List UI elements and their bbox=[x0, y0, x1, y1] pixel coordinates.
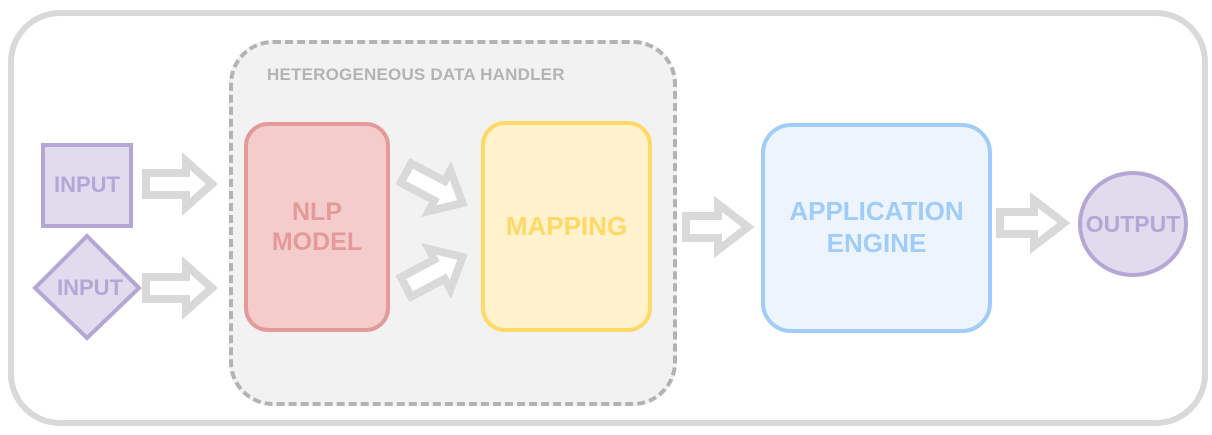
input-square-label: INPUT bbox=[54, 172, 120, 198]
input-square-node: INPUT bbox=[41, 143, 133, 228]
nlp-model-label-line2: MODEL bbox=[271, 228, 363, 256]
mapping-label: MAPPING bbox=[505, 210, 628, 241]
application-engine-label-line2: ENGINE bbox=[826, 228, 927, 258]
output-label: OUTPUT bbox=[1085, 210, 1181, 237]
application-engine-node: APPLICATION ENGINE bbox=[761, 123, 992, 333]
arrow-icon bbox=[142, 152, 219, 216]
input-diamond-shape bbox=[32, 233, 142, 341]
nlp-model-node: NLP MODEL bbox=[244, 122, 390, 332]
mapping-node: MAPPING bbox=[481, 121, 652, 332]
arrow-icon bbox=[142, 256, 219, 320]
arrow-icon bbox=[996, 191, 1071, 255]
handler-title: HETEROGENEOUS DATA HANDLER bbox=[267, 65, 565, 84]
input-diamond-label: INPUT bbox=[57, 275, 123, 300]
application-engine-label-line1: APPLICATION bbox=[789, 196, 964, 227]
output-node: OUTPUT bbox=[1078, 171, 1188, 277]
nlp-model-label-line1: NLP bbox=[292, 197, 342, 226]
arrow-icon bbox=[395, 157, 468, 218]
arrow-icon bbox=[395, 242, 468, 303]
arrow-icon bbox=[682, 195, 755, 259]
